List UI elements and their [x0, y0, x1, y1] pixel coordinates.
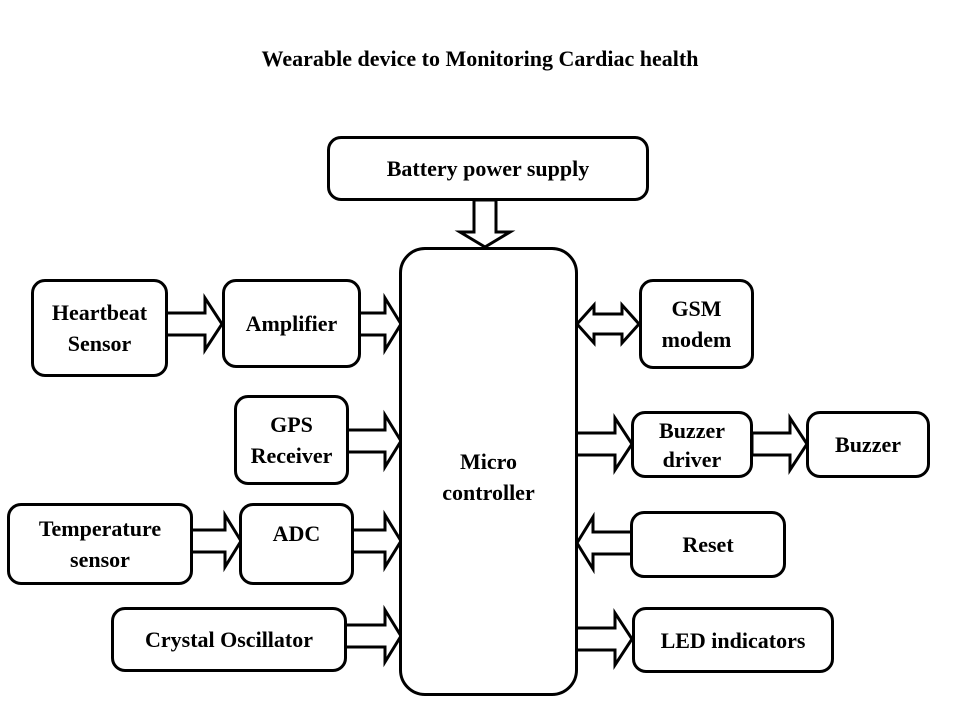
block-label: modem: [661, 327, 732, 352]
block-label: driver: [662, 446, 722, 472]
arrow-adc-to-microcontroller: [350, 509, 403, 573]
arrow-microcontroller-gsm-bidirectional: [574, 301, 642, 347]
arrow-heartbeat-to-amplifier: [164, 292, 224, 356]
battery-power-supply-block: Battery power supply: [327, 136, 649, 201]
crystal-oscillator-block: Crystal Oscillator: [111, 607, 347, 672]
arrow-temperature-to-adc: [189, 509, 243, 573]
block-label: sensor: [70, 547, 130, 572]
temperature-sensor-block: Temperature sensor: [7, 503, 193, 585]
amplifier-block: Amplifier: [222, 279, 361, 368]
arrow-buzzer-driver-to-buzzer: [750, 412, 809, 476]
block-label: Receiver: [250, 443, 333, 468]
diagram-title: Wearable device to Monitoring Cardiac he…: [261, 46, 699, 71]
block-label: Battery power supply: [386, 156, 590, 181]
buzzer-driver-block: Buzzer driver: [631, 411, 753, 478]
block-label: Heartbeat: [51, 300, 148, 325]
arrow-microcontroller-to-led: [574, 607, 634, 671]
block-label: Crystal Oscillator: [144, 627, 314, 652]
led-indicators-block: LED indicators: [632, 607, 834, 673]
block-label: Amplifier: [245, 311, 338, 336]
block-label: GSM: [671, 296, 722, 321]
block-label: Sensor: [67, 331, 132, 356]
arrow-amplifier-to-microcontroller: [357, 292, 403, 356]
block-label: Buzzer: [835, 432, 901, 457]
block-label: Temperature: [38, 516, 162, 541]
block-label: controller: [442, 480, 535, 505]
block-label: LED indicators: [660, 627, 806, 653]
adc-block: ADC: [239, 503, 354, 585]
block-label: ADC: [272, 521, 321, 546]
buzzer-block: Buzzer: [806, 411, 930, 478]
block-label: GPS: [270, 412, 313, 437]
arrow-gps-to-microcontroller: [345, 409, 403, 473]
gsm-modem-block: GSM modem: [639, 279, 754, 369]
arrow-crystal-to-microcontroller: [343, 604, 403, 668]
arrow-battery-to-microcontroller: [454, 198, 516, 249]
block-label: Reset: [682, 532, 734, 557]
heartbeat-sensor-block: Heartbeat Sensor: [31, 279, 168, 377]
block-label: Buzzer: [659, 417, 725, 443]
arrow-microcontroller-to-buzzer-driver: [574, 412, 634, 476]
arrow-reset-to-microcontroller: [575, 511, 634, 575]
microcontroller-block: Micro controller: [399, 247, 578, 696]
gps-receiver-block: GPS Receiver: [234, 395, 349, 485]
block-label: Micro: [459, 449, 517, 474]
reset-block: Reset: [630, 511, 786, 578]
